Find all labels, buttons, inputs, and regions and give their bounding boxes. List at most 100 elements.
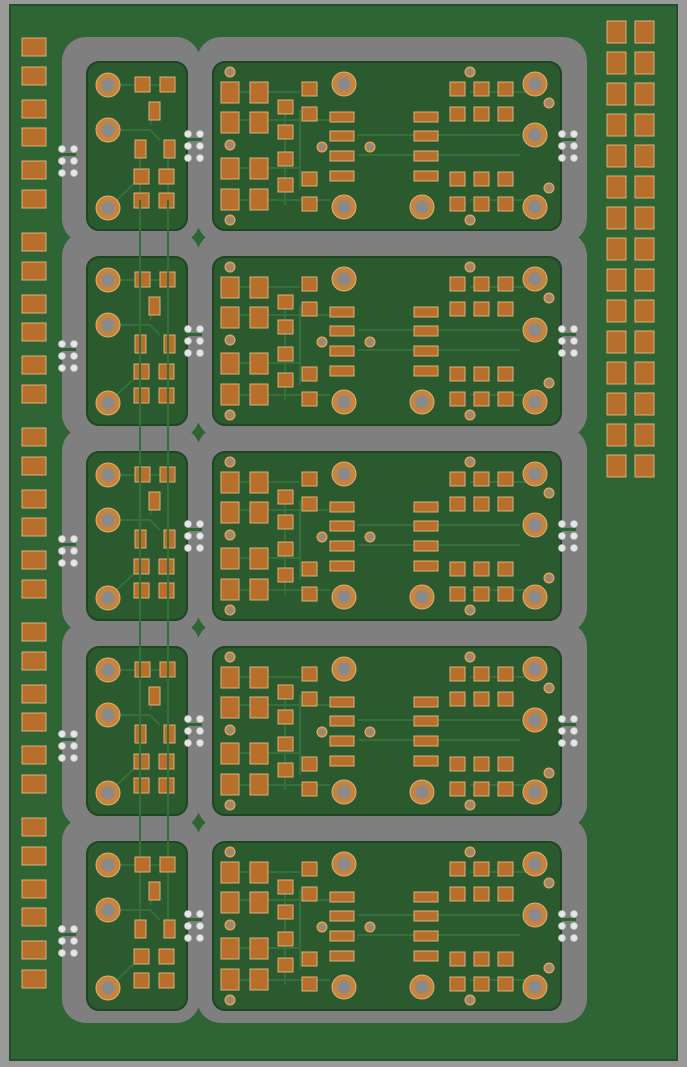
smd-pad: [413, 891, 439, 903]
smd-pad: [301, 171, 318, 187]
smd-pad: [158, 387, 175, 404]
mousebite-bridge: [560, 333, 576, 336]
smd-pad: [163, 334, 176, 354]
mousebite-hole: [196, 142, 204, 150]
edge-pad: [21, 261, 47, 281]
smd-pad: [249, 861, 269, 884]
mousebite-bridge: [560, 918, 576, 921]
smd-pad: [329, 365, 355, 377]
via-hole: [528, 713, 542, 727]
smd-pad: [249, 352, 269, 375]
via-hole: [367, 924, 373, 930]
via-hole: [227, 922, 233, 928]
smd-pad: [413, 520, 439, 532]
smd-pad: [277, 762, 294, 778]
via-hole: [367, 729, 373, 735]
mousebite-bridge: [60, 348, 76, 351]
mousebite-hole: [58, 145, 66, 153]
smd-pad: [473, 691, 490, 707]
via-hole: [337, 77, 351, 91]
mousebite-hole: [184, 154, 192, 162]
via-hole: [528, 323, 542, 337]
mousebite-hole: [558, 739, 566, 747]
mousebite-hole: [184, 544, 192, 552]
smd-pad: [449, 496, 466, 512]
smd-pad: [134, 139, 147, 159]
smd-pad: [449, 951, 466, 967]
smd-pad: [449, 756, 466, 772]
via-hole: [528, 272, 542, 286]
smd-pad: [329, 170, 355, 182]
mousebite-hole: [184, 349, 192, 357]
mousebite-hole: [558, 910, 566, 918]
mousebite-hole: [70, 340, 78, 348]
grid-pad: [606, 268, 627, 292]
mousebite-hole: [70, 169, 78, 177]
mousebite-bridge: [560, 528, 576, 531]
edge-pad: [21, 651, 47, 671]
smd-pad: [220, 352, 240, 375]
mousebite-hole: [184, 739, 192, 747]
via-hole: [319, 729, 325, 735]
smd-pad: [329, 501, 355, 513]
via-hole: [337, 662, 351, 676]
smd-pad: [249, 742, 269, 765]
mousebite-hole: [196, 154, 204, 162]
smd-pad: [301, 586, 318, 602]
module-row: [58, 200, 578, 621]
edge-pad: [21, 456, 47, 476]
smd-pad: [220, 501, 240, 524]
smd-pad: [158, 192, 175, 209]
smd-pad: [249, 937, 269, 960]
smd-pad: [277, 684, 294, 700]
smd-pad: [220, 276, 240, 299]
smd-pad: [473, 586, 490, 602]
smd-pad: [497, 81, 514, 97]
smd-pad: [158, 753, 175, 770]
smd-pad: [449, 106, 466, 122]
mousebite-hole: [196, 130, 204, 138]
mousebite-hole: [570, 130, 578, 138]
via-hole: [227, 997, 233, 1003]
smd-pad: [249, 383, 269, 406]
edge-pad: [21, 99, 47, 119]
smd-pad: [473, 496, 490, 512]
via-hole: [337, 857, 351, 871]
smd-pad: [413, 150, 439, 162]
edge-pad: [21, 745, 47, 765]
smd-pad: [473, 886, 490, 902]
module-row: [58, 200, 578, 1011]
edge-pad: [21, 969, 47, 989]
smd-pad: [413, 130, 439, 142]
via-hole: [546, 770, 552, 776]
via-hole: [528, 128, 542, 142]
smd-pad: [473, 561, 490, 577]
smd-pad: [133, 582, 150, 599]
smd-pad: [163, 724, 176, 744]
smd-pad: [220, 666, 240, 689]
smd-pad: [301, 276, 318, 292]
via-hole: [528, 857, 542, 871]
smd-pad: [148, 101, 161, 121]
via-hole: [528, 77, 542, 91]
mousebite-hole: [558, 520, 566, 528]
smd-pad: [497, 861, 514, 877]
smd-pad: [329, 560, 355, 572]
mousebite-hole: [570, 325, 578, 333]
smd-pad: [249, 666, 269, 689]
smd-pad: [301, 496, 318, 512]
mousebite-hole: [570, 337, 578, 345]
smd-pad: [249, 81, 269, 104]
smd-pad: [449, 886, 466, 902]
mousebite-hole: [570, 934, 578, 942]
mousebite-hole: [558, 325, 566, 333]
smd-pad: [301, 666, 318, 682]
mousebite-bridge: [186, 333, 202, 336]
mousebite-hole: [196, 532, 204, 540]
mousebite-hole: [58, 352, 66, 360]
via-hole: [528, 395, 542, 409]
mousebite-bridge: [186, 528, 202, 531]
via-hole: [546, 100, 552, 106]
grid-pad: [606, 113, 627, 137]
smd-pad: [497, 951, 514, 967]
